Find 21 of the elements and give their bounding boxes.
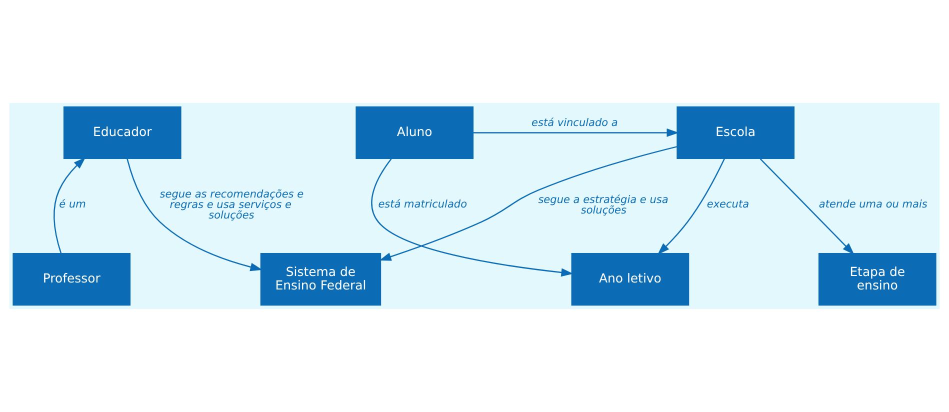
arrow [760,158,854,255]
edge-label: atende uma ou mais [818,198,928,211]
node-box: Ano letivo [571,252,690,306]
arrow [126,158,262,272]
edge-label: é um [59,198,86,211]
edge-label: está matriculado [378,198,468,211]
arrow [54,157,86,254]
node-box: Etapa de ensino [818,252,936,306]
arrow [473,128,679,137]
node-box: Educador [63,106,182,160]
node-box: Aluno [356,106,474,160]
node-box: Escola [676,106,795,160]
edge-label: segue a estratégia e usa soluções [538,194,668,216]
node-box: Professor [12,252,131,306]
arrow [371,158,574,277]
arrow [379,146,678,261]
node-box: Sistema de Ensino Federal [260,252,382,306]
arrow [657,158,725,255]
edge-label: executa [706,198,750,211]
edge-label: segue as recomendações e regras e usa serviços e soluções [160,188,304,222]
edge-label: está vinculado a [532,116,618,129]
